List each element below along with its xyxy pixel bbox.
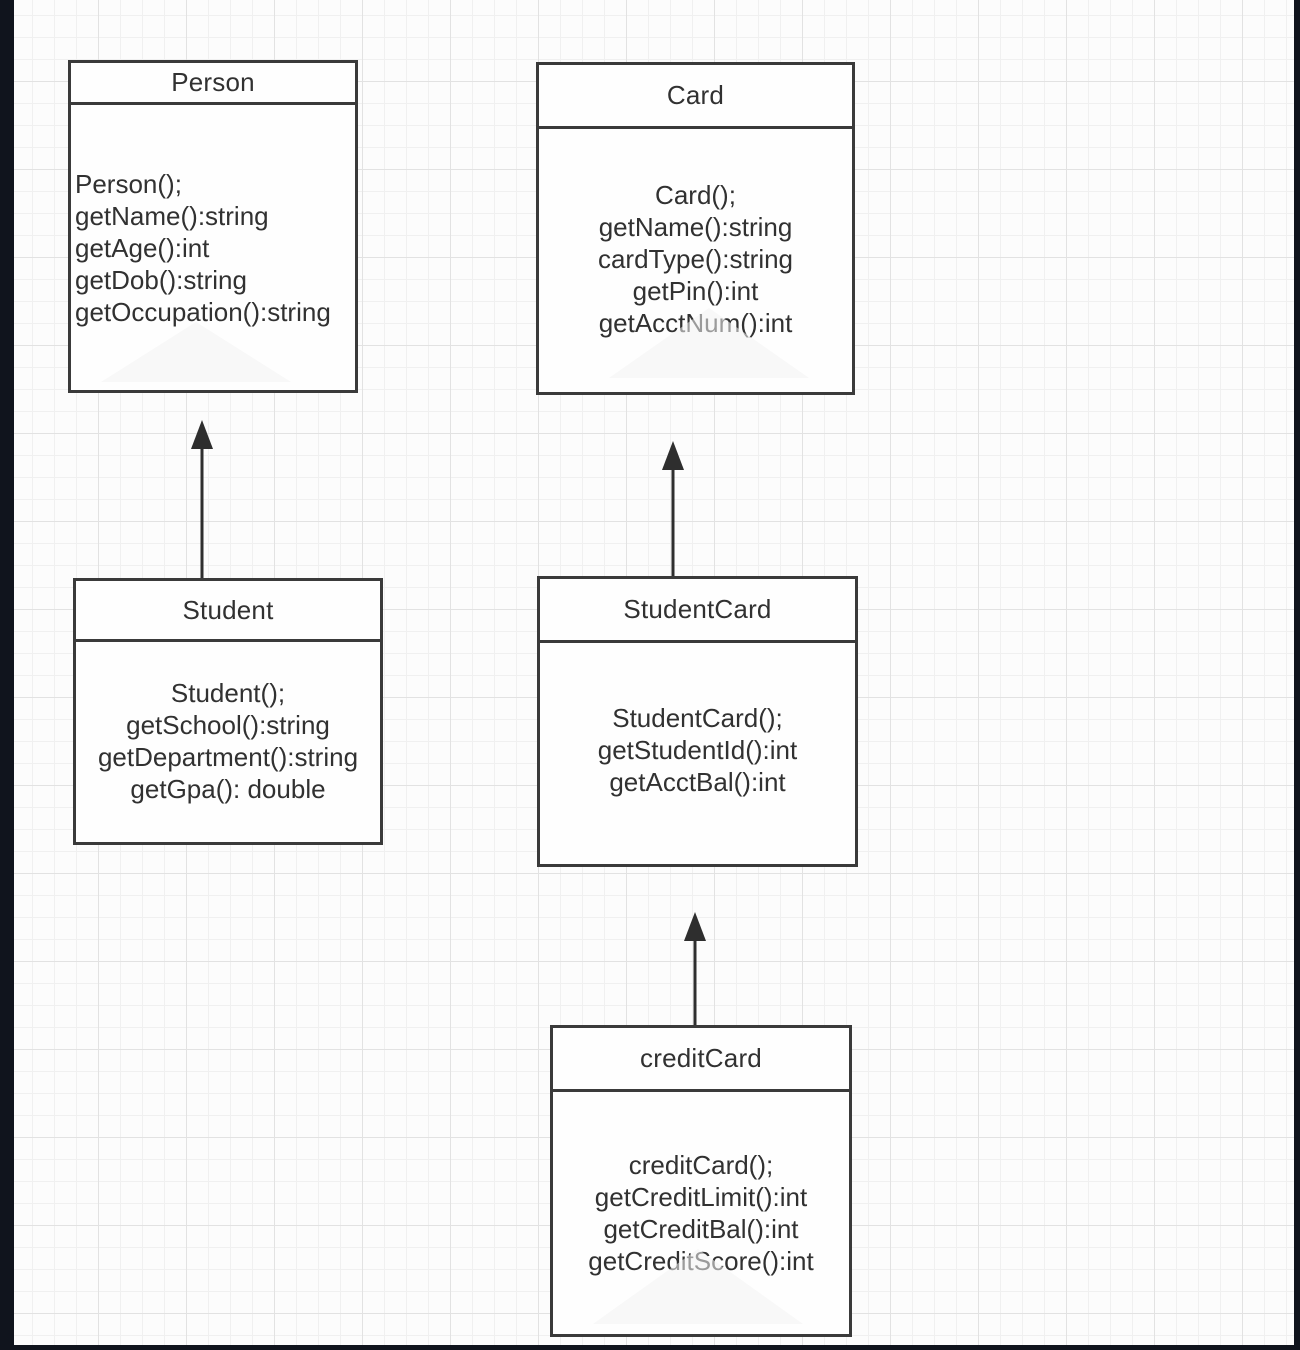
method-student-1: getSchool():string	[126, 710, 330, 740]
method-creditcard-1: getCreditLimit():int	[594, 1182, 808, 1212]
class-title-studentcard: StudentCard	[540, 579, 855, 643]
method-person-4: getOccupation():string	[75, 297, 331, 327]
method-person-2: getAge():int	[75, 233, 210, 263]
method-student-3: getGpa(): double	[130, 774, 326, 804]
method-creditcard-0: creditCard();	[628, 1150, 774, 1180]
class-box-studentcard: StudentCard StudentCard();getStudentId()…	[537, 576, 858, 867]
method-student-2: getDepartment():string	[97, 742, 359, 772]
class-box-creditcard: creditCard creditCard();getCreditLimit()…	[550, 1025, 852, 1337]
method-studentcard-0: StudentCard();	[612, 703, 783, 733]
method-card-0: Card();	[655, 180, 736, 210]
method-person-1: getName():string	[75, 201, 269, 231]
method-studentcard-2: getAcctBal():int	[609, 767, 786, 797]
method-creditcard-2: getCreditBal():int	[603, 1214, 799, 1244]
method-creditcard-3: getCreditScore():int	[588, 1246, 814, 1276]
watermark-shape	[101, 322, 291, 382]
class-title-person: Person	[71, 63, 355, 105]
method-student-0: Student();	[170, 678, 286, 708]
class-title-student: Student	[76, 581, 380, 642]
method-person-3: getDob():string	[75, 265, 247, 295]
class-title-creditcard: creditCard	[553, 1028, 849, 1092]
method-card-4: getAcctNum():int	[598, 308, 793, 338]
method-card-1: getName():string	[598, 212, 793, 242]
method-person-0: Person();	[75, 169, 182, 199]
method-studentcard-1: getStudentId():int	[597, 735, 798, 765]
method-card-2: cardType():string	[597, 244, 794, 274]
method-card-3: getPin():int	[632, 276, 759, 306]
class-title-card: Card	[539, 65, 852, 129]
